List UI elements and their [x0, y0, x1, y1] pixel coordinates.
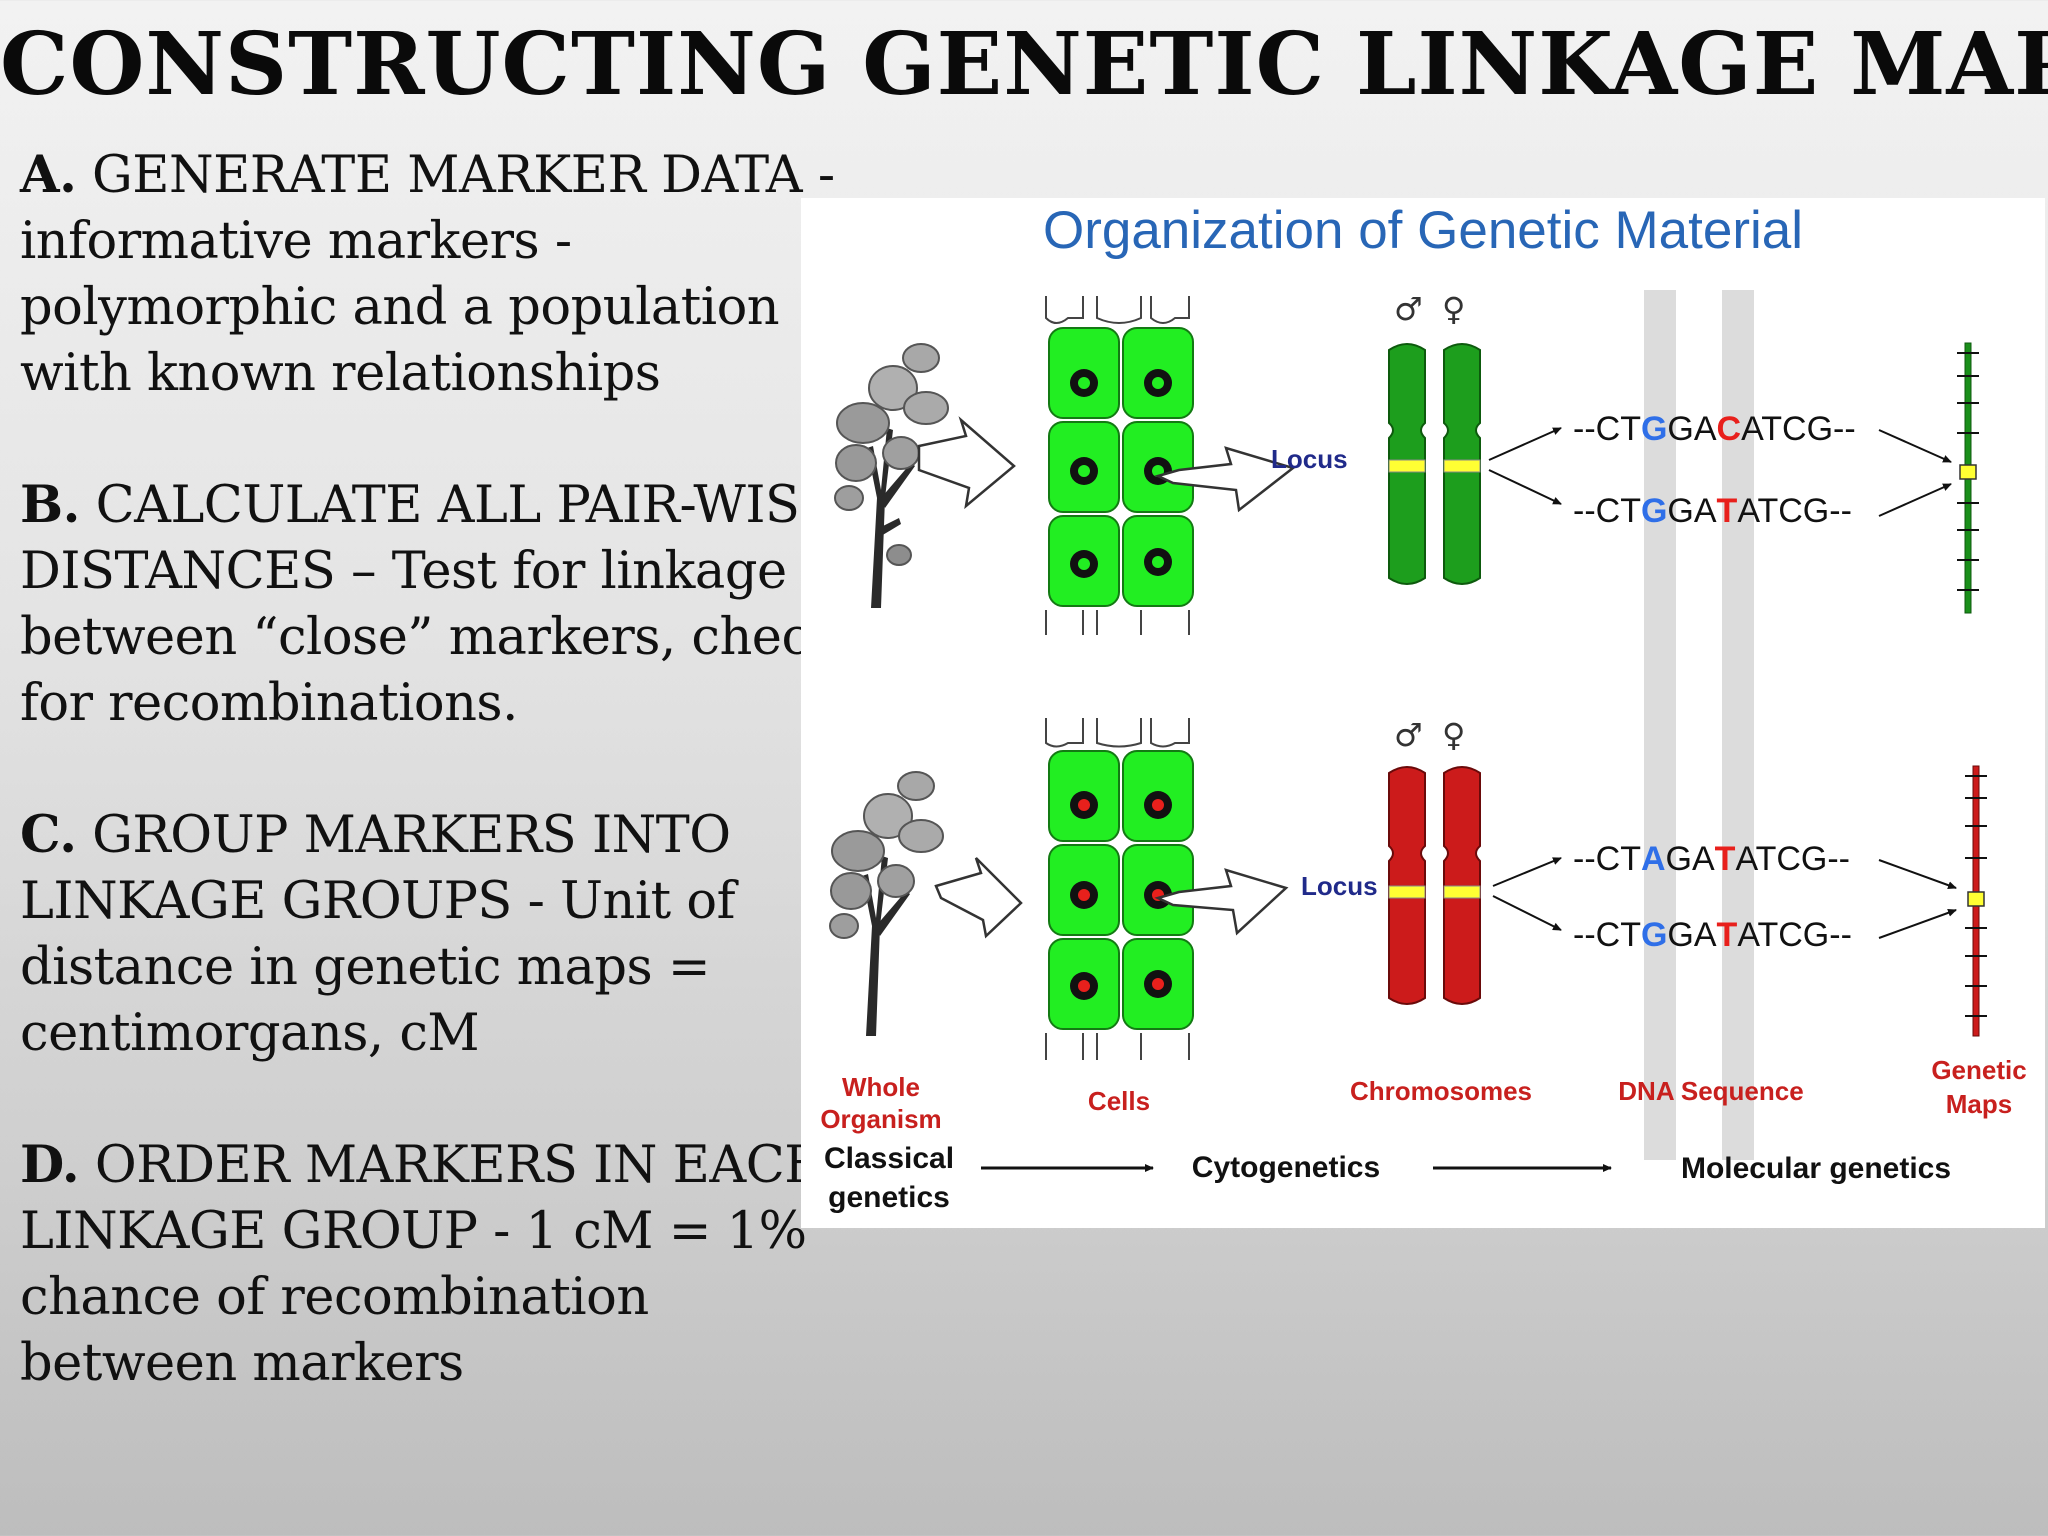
step-b: B. CALCULATE ALL PAIR-WISE DISTANCES – T… [20, 472, 880, 737]
label-dna-sequence: DNA Sequence [1618, 1076, 1803, 1106]
figure-title: Organization of Genetic Material [1042, 201, 1804, 260]
step-a: A. GENERATE MARKER DATA - informative ma… [20, 142, 880, 407]
arrow-organism-to-cells [934, 857, 1023, 939]
chromosome-pair-top [1388, 343, 1481, 585]
step-d-text: ORDER MARKERS IN EACH LINKAGE GROUP - 1 … [20, 1136, 829, 1393]
dna-highlight-column-1 [1644, 290, 1676, 1160]
step-c-text: GROUP MARKERS INTO LINKAGE GROUPS - Unit… [20, 806, 735, 1063]
label-cytogenetics: Cytogenetics [1192, 1151, 1380, 1184]
step-d: D. ORDER MARKERS IN EACH LINKAGE GROUP -… [20, 1132, 880, 1397]
label-molecular-genetics: Molecular genetics [1681, 1152, 1951, 1185]
arrow-to-seq-top-1 [1488, 427, 1562, 461]
arrow-cells-to-chromosomes [1154, 868, 1289, 936]
steps-list: A. GENERATE MARKER DATA - informative ma… [20, 142, 880, 1462]
step-c: C. GROUP MARKERS INTO LINKAGE GROUPS - U… [20, 802, 880, 1067]
label-genetic: Genetic [1931, 1055, 2026, 1085]
arrow-seq-to-map-top-1 [1878, 429, 1952, 463]
dna-seq-bottom-2: --CTGGATATCG-- [1573, 916, 1852, 954]
dna-seq-top-2: --CTGGATATCG-- [1573, 492, 1852, 530]
genetic-map-bottom [1965, 765, 1987, 1037]
arrow-to-seq-top-2 [1488, 469, 1562, 505]
female-symbol-bottom: ♀ [1442, 716, 1465, 754]
label-cells: Cells [1088, 1086, 1150, 1116]
label-chromosomes: Chromosomes [1350, 1076, 1532, 1106]
label-whole: Whole [842, 1072, 920, 1102]
step-b-letter: B. [20, 475, 80, 535]
genetic-map-top [1957, 342, 1979, 614]
arrow-seq-to-map-bottom-2 [1878, 908, 1957, 939]
label-classical: Classical [824, 1142, 954, 1175]
tree-icon [834, 343, 949, 608]
step-a-letter: A. [20, 145, 77, 205]
step-d-letter: D. [20, 1135, 80, 1195]
genetic-organization-figure: Locus ♂ ♀ --CTGGACATCG-- --CTGGATATCG-- [801, 198, 2045, 1228]
arrow-to-seq-bottom-1 [1492, 857, 1562, 887]
slide-title: CONSTRUCTING GENETIC LINKAGE MAPS [0, 14, 2048, 115]
arrow-seq-to-map-bottom-1 [1878, 859, 1957, 890]
arrow-seq-to-map-top-2 [1878, 483, 1952, 517]
male-symbol-top: ♂ [1394, 290, 1423, 328]
step-c-letter: C. [20, 805, 77, 865]
locus-label-top: Locus [1271, 444, 1348, 474]
arrow-to-seq-bottom-2 [1492, 895, 1562, 931]
step-a-text: GENERATE MARKER DATA - informative marke… [20, 146, 835, 403]
cell-column-top [1045, 296, 1194, 635]
dna-highlight-column-2 [1722, 290, 1754, 1160]
arrow-organism-to-cells [917, 416, 1016, 510]
dna-seq-top-1: --CTGGACATCG-- [1573, 410, 1856, 448]
male-symbol-bottom: ♂ [1394, 716, 1423, 754]
label-genetics: genetics [828, 1181, 950, 1214]
label-organism: Organism [820, 1104, 941, 1134]
step-b-text: CALCULATE ALL PAIR-WISE DISTANCES – Test… [20, 476, 840, 733]
locus-label-bottom: Locus [1301, 871, 1378, 901]
arrow-cells-to-chromosomes [1154, 446, 1296, 513]
dna-seq-bottom-1: --CTAGATATCG-- [1573, 840, 1850, 878]
label-maps: Maps [1946, 1089, 2012, 1119]
figure-canvas: Locus ♂ ♀ --CTGGACATCG-- --CTGGATATCG-- [820, 290, 2027, 1214]
chromosome-pair-bottom [1388, 766, 1481, 1005]
cell-column-bottom [1045, 718, 1194, 1060]
tree-icon [829, 771, 944, 1036]
female-symbol-top: ♀ [1442, 290, 1465, 328]
